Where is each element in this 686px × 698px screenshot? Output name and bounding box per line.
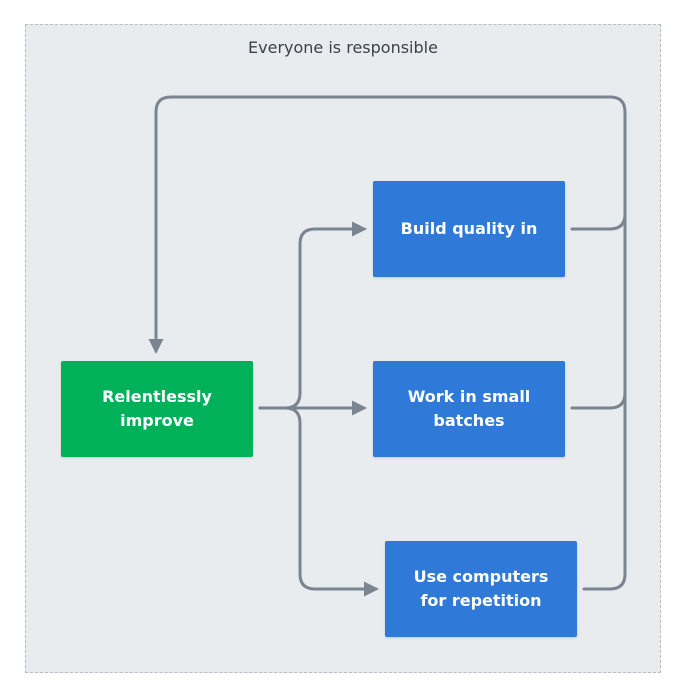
- node-label: Work in small batches: [407, 387, 531, 430]
- node-label: Build quality in: [400, 219, 538, 238]
- node-relentlessly-improve: Relentlessly improve: [61, 361, 253, 457]
- edge-computers-loop-back: [148, 95, 627, 591]
- diagram-title: Everyone is responsible: [248, 38, 438, 57]
- edge-quality-to-loop: [570, 212, 627, 231]
- node-build-quality-in: Build quality in: [373, 181, 565, 277]
- node-work-in-small-batches: Work in small batches: [373, 361, 565, 457]
- node-label: Use computers for repetition: [413, 567, 549, 610]
- edge-batches-to-loop: [570, 391, 627, 410]
- edge-improve-to-computers: [258, 406, 379, 597]
- node-use-computers-for-repetition: Use computers for repetition: [385, 541, 577, 637]
- edge-improve-to-quality: [258, 221, 367, 410]
- node-label: Relentlessly improve: [102, 387, 212, 430]
